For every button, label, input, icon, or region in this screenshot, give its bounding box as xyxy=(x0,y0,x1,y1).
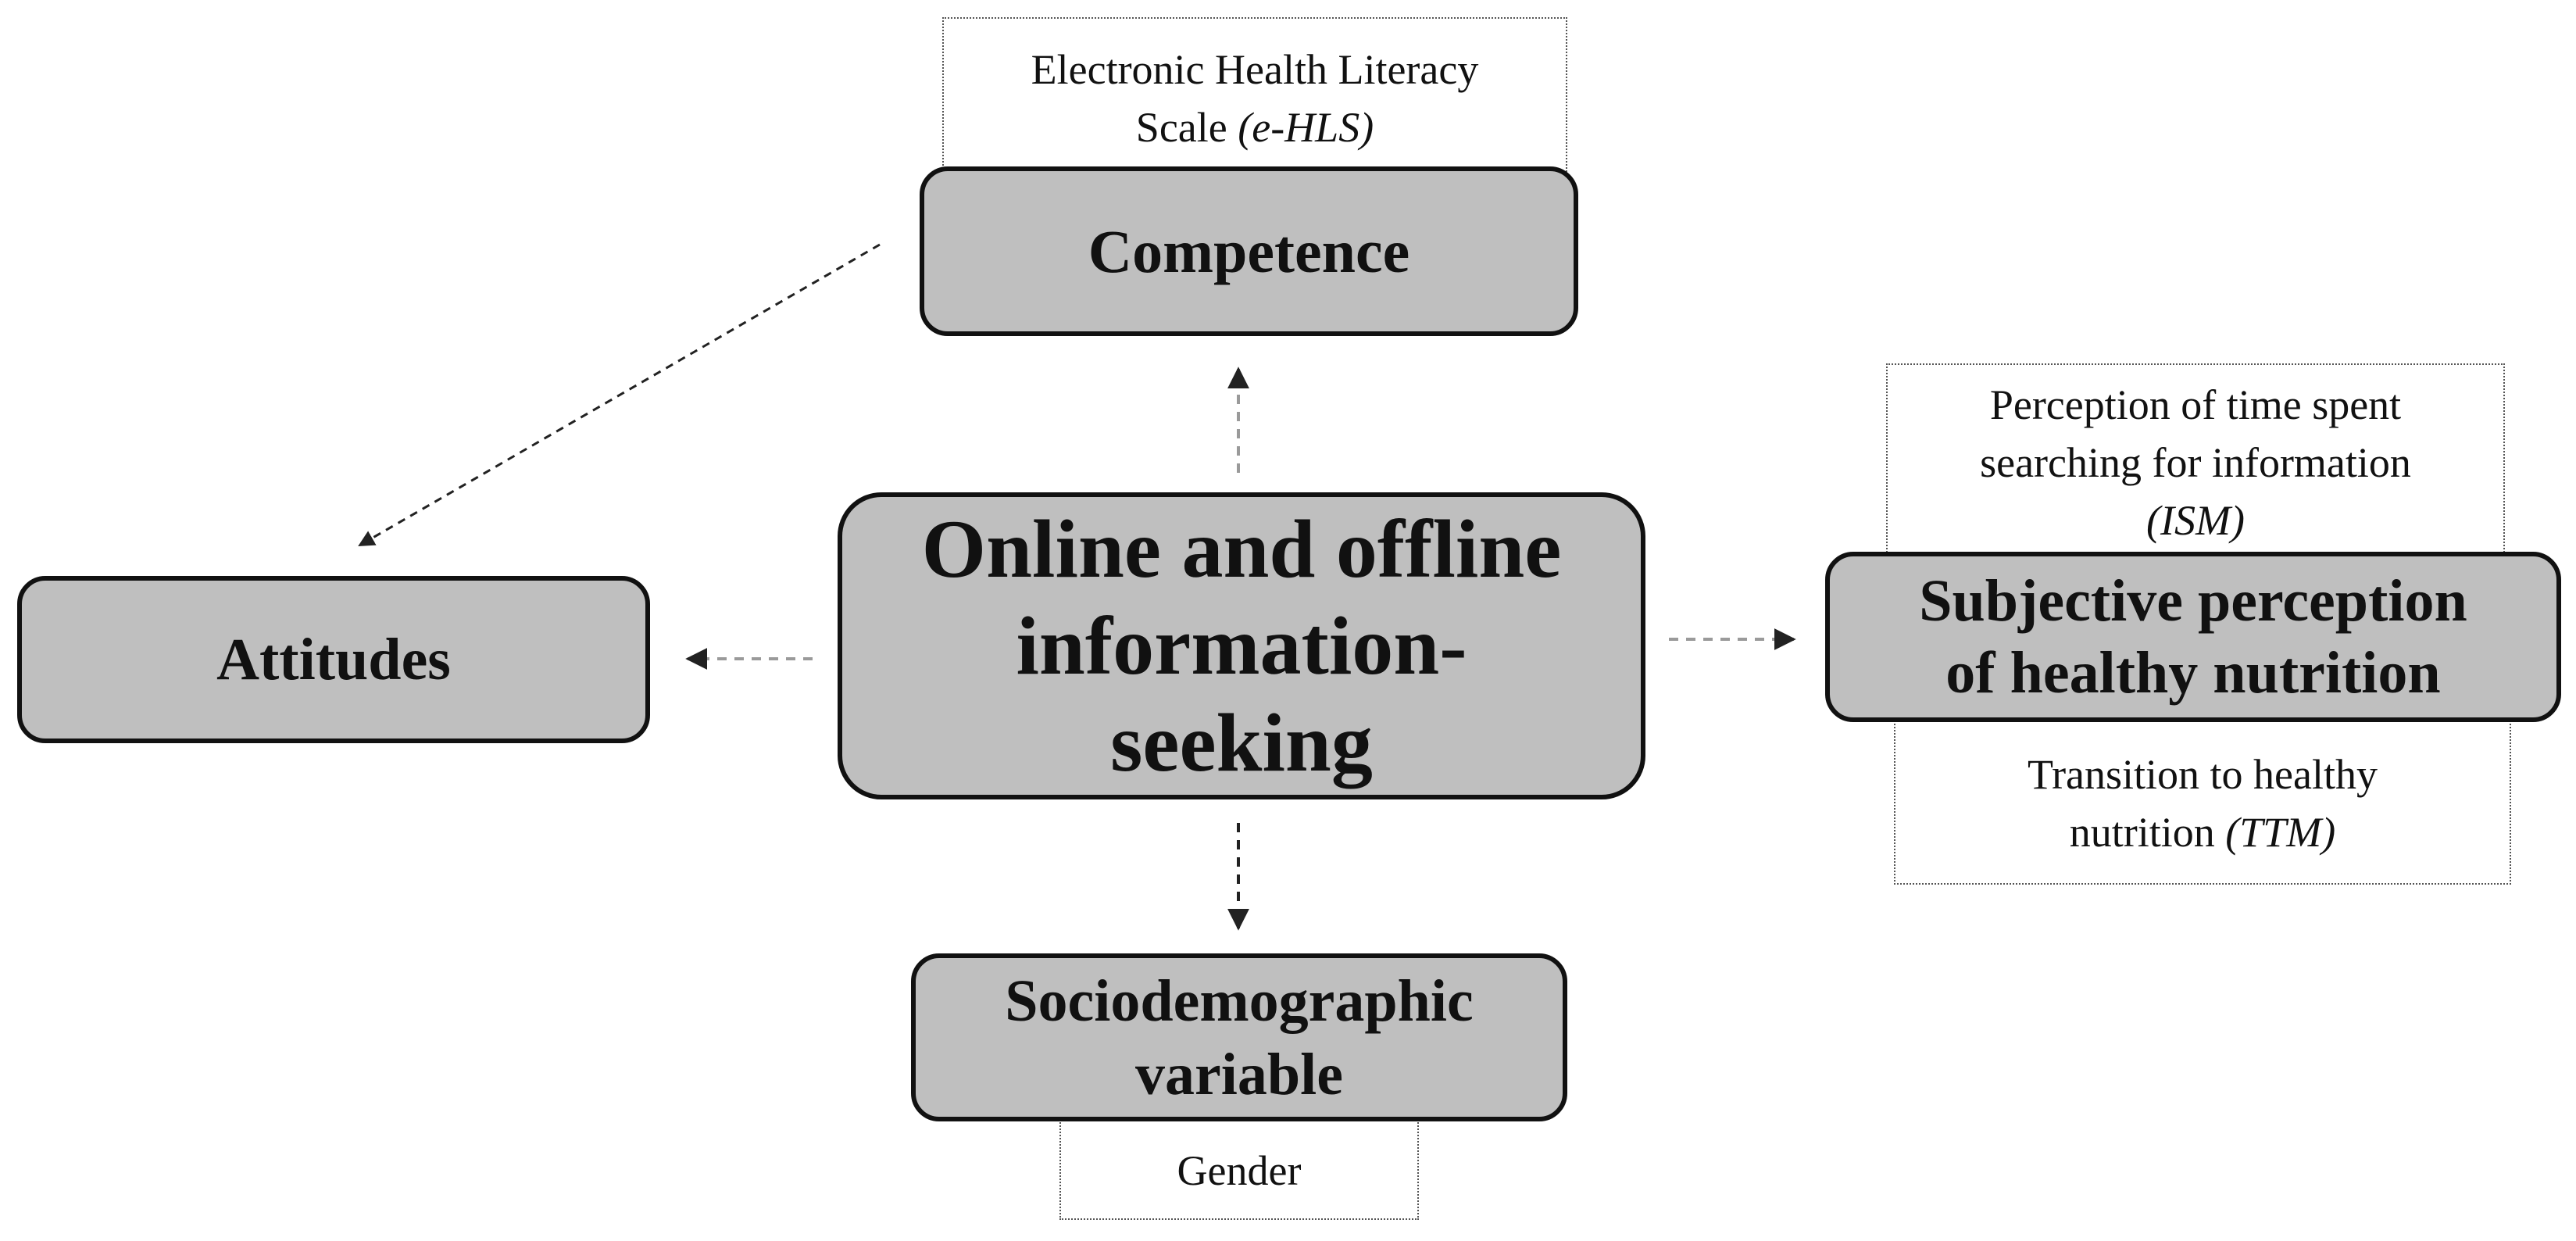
ehls-note-prefix: Scale xyxy=(1135,104,1238,151)
attitudes-label: Attitudes xyxy=(216,627,451,692)
ism-scale-note: Perception of time spent searching for i… xyxy=(1886,363,2505,565)
subjective-perception-node: Subjective perception of healthy nutriti… xyxy=(1825,552,2561,722)
sociodemographic-node: Sociodemographic variable xyxy=(911,953,1567,1121)
competence-node: Competence xyxy=(920,166,1578,336)
competence-label: Competence xyxy=(1088,216,1410,285)
subjective-label-line-2: of healthy nutrition xyxy=(1945,640,2441,706)
central-label-line-3: seeking xyxy=(1110,696,1373,789)
attitudes-node: Attitudes xyxy=(17,576,650,743)
ism-note-line-2: searching for information xyxy=(1980,439,2411,486)
ttm-note-prefix: nutrition xyxy=(2069,809,2226,856)
sociodemographic-label-line-2: variable xyxy=(1135,1041,1343,1107)
gender-note: Gender xyxy=(1059,1114,1419,1220)
central-label-line-1: Online and offline xyxy=(921,502,1562,595)
ehls-scale-note: Electronic Health Literacy Scale (e-HLS) xyxy=(942,17,1567,184)
ism-note-abbr: (ISM) xyxy=(2146,497,2245,544)
arrow-competence-to-attitudes xyxy=(358,243,881,547)
sociodemographic-label-line-1: Sociodemographic xyxy=(1005,967,1474,1034)
central-label-line-2: information- xyxy=(1016,599,1467,692)
ehls-note-abbr: (e-HLS) xyxy=(1238,104,1374,151)
ttm-scale-note: Transition to healthy nutrition (TTM) xyxy=(1894,711,2511,885)
information-seeking-node: Online and offline information- seeking xyxy=(838,492,1645,799)
ttm-note-line-1: Transition to healthy xyxy=(2027,751,2378,798)
ism-note-line-1: Perception of time spent xyxy=(1989,381,2402,428)
ehls-note-line-1: Electronic Health Literacy xyxy=(1031,46,1479,93)
ttm-note-abbr: (TTM) xyxy=(2225,809,2336,856)
gender-note-label: Gender xyxy=(1177,1147,1302,1194)
subjective-label-line-1: Subjective perception xyxy=(1919,568,2467,634)
